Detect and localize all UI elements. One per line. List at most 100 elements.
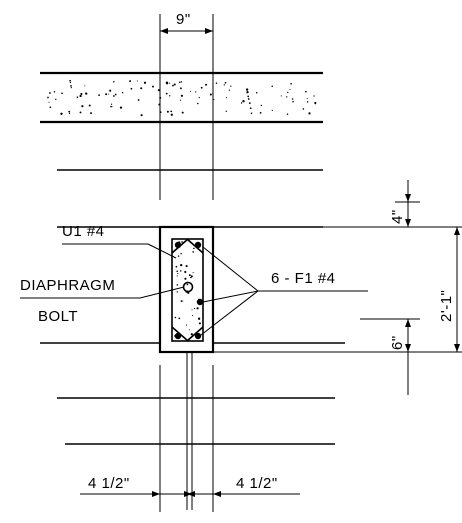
concrete-speck — [47, 96, 49, 99]
concrete-speck — [192, 272, 194, 274]
top-width-label: 9" — [176, 11, 191, 28]
concrete-speck — [49, 106, 52, 109]
diaphragm-bolt — [182, 281, 194, 293]
concrete-speck — [70, 87, 72, 89]
concrete-speck — [225, 110, 227, 112]
concrete-speck — [240, 102, 243, 104]
concrete-speck — [191, 314, 194, 317]
concrete-speck — [255, 91, 258, 94]
concrete-speck — [223, 84, 225, 86]
concrete-speck — [61, 92, 63, 95]
bottom-dimension: 4 1/2" 4 1/2" — [80, 475, 300, 497]
concrete-speck — [200, 86, 203, 89]
concrete-speck — [136, 80, 138, 82]
stirrup-label: U1 #4 — [62, 223, 105, 240]
concrete-speck — [165, 81, 169, 84]
concrete-speck — [224, 81, 227, 84]
bar-bottom-right — [194, 332, 202, 340]
concrete-speck — [198, 322, 201, 325]
concrete-speck — [80, 92, 83, 96]
concrete-speck — [143, 81, 147, 84]
concrete-speck — [180, 300, 183, 302]
arrow-bl — [152, 491, 160, 497]
concrete-speck — [305, 90, 307, 93]
right-dimensions: 4" 2'-1" 6" — [213, 180, 462, 395]
concrete-speck — [188, 329, 190, 331]
concrete-speck — [195, 91, 197, 93]
callouts: U1 #4 DIAPHRAGM BOLT 6 - F1 #4 — [20, 223, 368, 336]
concrete-speck — [174, 316, 177, 319]
concrete-speck — [291, 98, 294, 100]
concrete-speck — [79, 111, 82, 114]
top-cover-label: 4" — [389, 209, 406, 224]
section-hatch — [174, 241, 201, 337]
concrete-speck — [113, 81, 115, 83]
arrow-4a — [405, 194, 411, 202]
concrete-speck — [79, 94, 82, 98]
concrete-speck — [190, 276, 192, 279]
concrete-speck — [185, 324, 188, 326]
concrete-speck — [169, 82, 171, 84]
concrete-speck — [189, 90, 192, 92]
stirrup-u1 — [171, 238, 204, 342]
concrete-speck — [176, 291, 178, 293]
concrete-speck — [248, 102, 251, 104]
concrete-speck — [48, 101, 50, 103]
concrete-speck — [196, 307, 199, 310]
concrete-speck — [69, 81, 72, 84]
concrete-speck — [140, 87, 143, 90]
concrete-speck — [130, 87, 133, 90]
concrete-speck — [260, 104, 262, 107]
concrete-speck — [109, 89, 112, 92]
arrow-4b — [405, 219, 411, 227]
bolt-label: BOLT — [38, 308, 78, 325]
concrete-speck — [245, 88, 249, 91]
right-half-label: 4 1/2" — [236, 475, 278, 492]
concrete-speck — [178, 317, 181, 320]
concrete-speck — [84, 85, 86, 87]
concrete-speck — [170, 113, 173, 116]
bottom-six-label: 6" — [389, 335, 406, 350]
concrete-speck — [180, 263, 183, 267]
concrete-speck — [286, 113, 289, 115]
concrete-speck — [76, 96, 79, 98]
concrete-speck — [177, 255, 180, 257]
concrete-speck — [192, 251, 195, 253]
concrete-speck — [249, 107, 252, 110]
concrete-speck — [69, 79, 71, 82]
concrete-speck — [287, 91, 289, 94]
concrete-speck — [190, 275, 193, 278]
concrete-speck — [306, 97, 308, 100]
diaphragm-leader — [139, 286, 185, 299]
arrow-left — [160, 28, 168, 34]
concrete-speck — [197, 317, 201, 320]
concrete-speck — [230, 85, 232, 87]
concrete-speck — [140, 114, 143, 117]
concrete-speck — [185, 265, 188, 268]
concrete-speck — [184, 270, 187, 274]
concrete-speck — [209, 93, 212, 96]
concrete-speck — [48, 92, 51, 94]
concrete-speck — [114, 93, 117, 96]
concrete-speck — [191, 309, 193, 311]
stirrup-leader — [147, 243, 177, 259]
concrete-speck — [313, 95, 315, 97]
arrow-d1 — [454, 227, 460, 235]
concrete-speck — [308, 112, 311, 115]
bars-leader-1 — [202, 246, 259, 292]
concrete-speck — [119, 106, 123, 109]
concrete-hatch — [47, 79, 317, 117]
concrete-speck — [55, 98, 57, 101]
concrete-speck — [197, 102, 199, 105]
concrete-speck — [68, 110, 71, 113]
concrete-speck — [242, 100, 245, 103]
concrete-speck — [88, 104, 91, 107]
concrete-speck — [190, 333, 193, 336]
concrete-speck — [198, 96, 200, 99]
concrete-speck — [121, 91, 124, 94]
concrete-speck — [289, 88, 291, 91]
hook-bottom-right — [186, 326, 204, 342]
concrete-speck — [280, 95, 282, 97]
bars-leader-3 — [200, 290, 259, 336]
concrete-speck — [182, 300, 184, 302]
